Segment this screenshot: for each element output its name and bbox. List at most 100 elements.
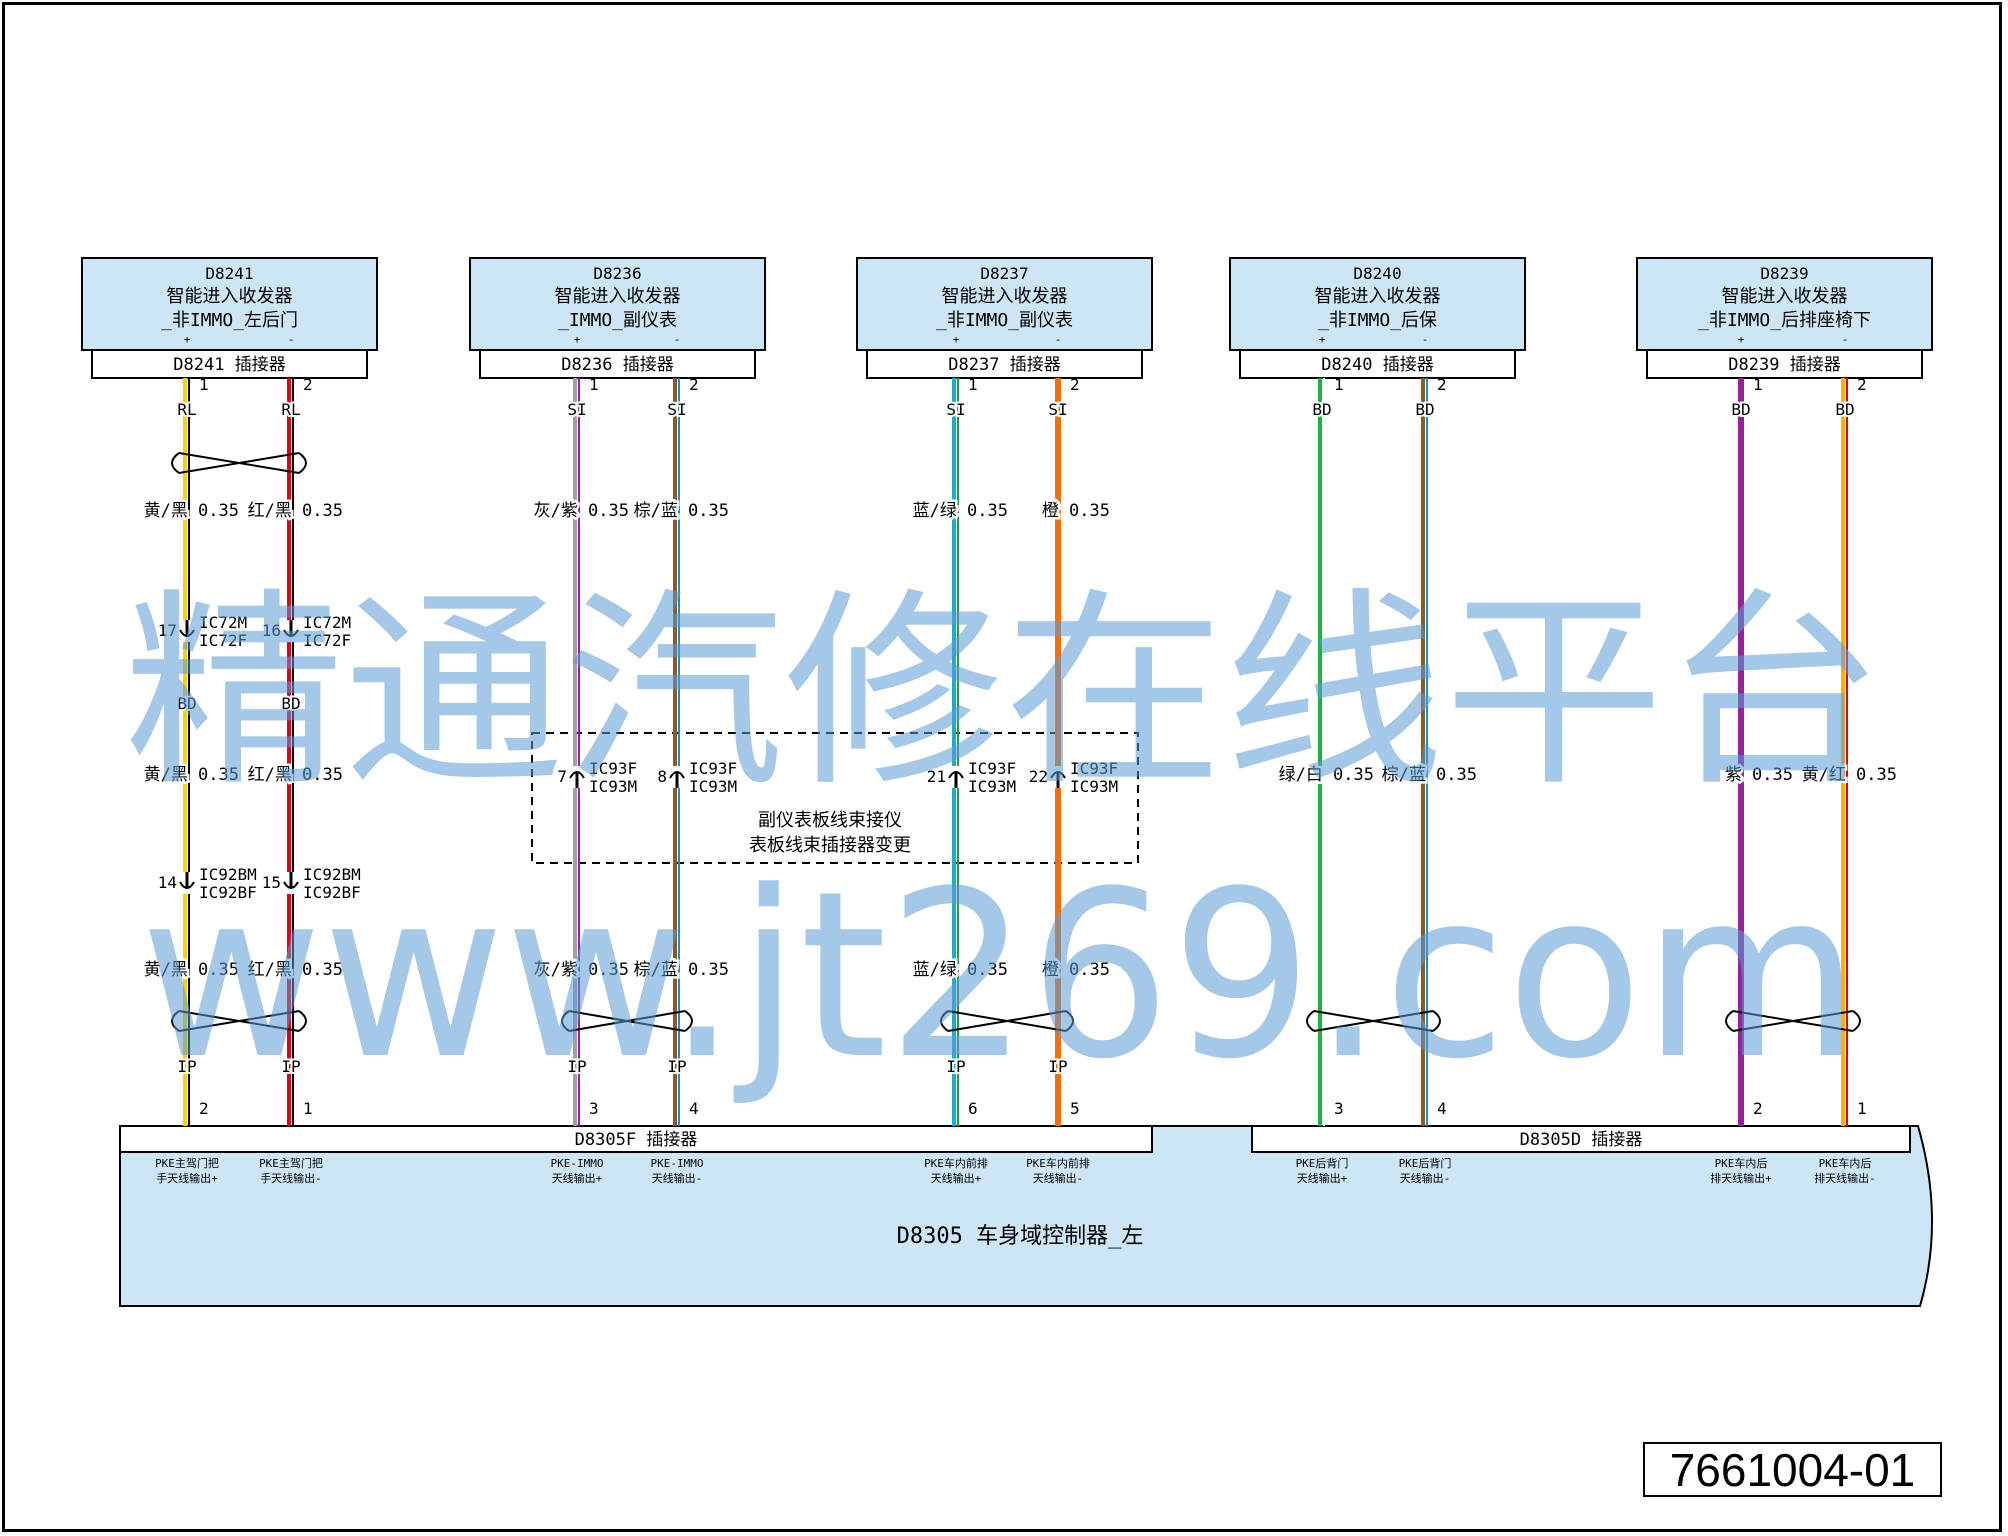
wire-function-line1: PKE车内后 <box>1819 1156 1872 1170</box>
inline-connector-IC92BM <box>283 872 299 894</box>
wire-top-pin: 2 <box>689 375 699 394</box>
twisted-pair-lower <box>1725 1010 1861 1032</box>
wire-bottom-pin: 5 <box>1070 1099 1080 1118</box>
pin-polarity-plus: + <box>574 333 581 346</box>
inline-code-upper: IC72M <box>199 613 247 632</box>
inline-pin-number: 14 <box>158 873 177 892</box>
wire-bottom-code: IP <box>667 1057 686 1076</box>
twisted-pair-lower <box>561 1010 693 1032</box>
wire-bottom-code: IP <box>1048 1057 1067 1076</box>
wire-function-line2: 天线输出+ <box>552 1171 603 1185</box>
twist-line <box>1313 1010 1434 1032</box>
inline-code-upper: IC72M <box>303 613 351 632</box>
connector-box-D8240 <box>1239 349 1516 379</box>
device-name-line2: _非IMMO_后保 <box>1318 310 1437 331</box>
inline-pin-number: 21 <box>927 767 946 786</box>
wire-3 <box>673 378 680 1126</box>
device-name-line1: 智能进入收发器 <box>555 286 681 307</box>
wire-bottom-pin: 3 <box>589 1099 599 1118</box>
wire-top-code: BD <box>1731 400 1750 419</box>
wire-label-upper: 红/黑 0.35 <box>248 501 343 521</box>
pin-polarity-minus: - <box>1842 333 1849 346</box>
connector-D8305D <box>1251 1125 1911 1153</box>
wire-7 <box>1421 378 1428 1126</box>
device-connector-label: D8237 插接器 <box>948 355 1060 375</box>
wire-top-code: BD <box>1312 400 1331 419</box>
twisted-pair-upper <box>171 452 307 474</box>
wire-bottom-code: IP <box>177 1057 196 1076</box>
inline-pin-number: 22 <box>1029 767 1048 786</box>
inline-connector-IC72M <box>283 620 299 642</box>
wire-top-code: SI <box>1048 400 1067 419</box>
inline-code-upper: IC92BM <box>199 865 257 884</box>
wire-label-middle: 黄/黑 0.35 <box>144 765 239 785</box>
twist-line <box>568 1010 686 1032</box>
wire-top-pin: 2 <box>303 375 313 394</box>
change-note-line2: 表板线束插接器变更 <box>749 835 911 856</box>
connector-box-D8241 <box>91 349 368 379</box>
twist-line <box>178 452 300 474</box>
wire-top-code: SI <box>567 400 586 419</box>
inline-code-upper: IC93F <box>689 759 737 778</box>
twist-end <box>298 452 307 474</box>
wire-bottom-pin: 1 <box>303 1099 313 1118</box>
device-connector-label: D8236 插接器 <box>561 355 673 375</box>
device-id: D8239 <box>1760 264 1808 283</box>
pin-polarity-plus: + <box>1738 333 1745 346</box>
wire-top-pin: 1 <box>968 375 978 394</box>
wire-top-code: RL <box>281 400 300 419</box>
inline-connector-IC92BM <box>179 872 195 894</box>
twist-end <box>171 452 180 474</box>
wire-function-line1: PKE主驾门把 <box>155 1156 219 1170</box>
wire-label-middle: 黄/红 0.35 <box>1802 765 1897 785</box>
twisted-pair-lower <box>1306 1010 1441 1032</box>
connector-box-D8239 <box>1646 349 1923 379</box>
wire-label-lower: 灰/紫 0.35 <box>534 960 629 980</box>
wire-function-line2: 天线输出- <box>1400 1171 1451 1185</box>
wire-9 <box>1841 378 1848 1126</box>
controller-body <box>119 1125 1933 1307</box>
inline-pin-number: 7 <box>557 767 567 786</box>
wire-top-pin: 2 <box>1857 375 1867 394</box>
device-box-D8239 <box>1636 257 1933 351</box>
inline-connector-IC93F <box>569 766 585 788</box>
twist-end <box>1432 1010 1441 1032</box>
change-note-box <box>531 732 1139 864</box>
controller-connector-d: D8305D 插接器 <box>1520 1130 1643 1150</box>
wire-bottom-pin: 2 <box>1753 1099 1763 1118</box>
wire-1 <box>287 378 294 1126</box>
wire-function-line1: PKE-IMMO <box>551 1157 604 1170</box>
controller-name: D8305 车身域控制器_左 <box>897 1224 1144 1249</box>
inline-connector-IC93F <box>669 766 685 788</box>
wire-label-lower: 红/黑 0.35 <box>248 960 343 980</box>
wire-label-lower: 蓝/绿 0.35 <box>913 960 1008 980</box>
device-name-line1: 智能进入收发器 <box>1315 286 1441 307</box>
wire-top-code: SI <box>667 400 686 419</box>
wire-function-line2: 天线输出- <box>652 1171 703 1185</box>
wire-mid-code: BD <box>177 694 196 713</box>
inline-code-lower: IC93M <box>589 777 637 796</box>
wire-function-line2: 手天线输出+ <box>156 1171 218 1185</box>
connector-D8305F <box>119 1125 1153 1153</box>
wire-top-code: SI <box>946 400 965 419</box>
connector-box-D8237 <box>866 349 1143 379</box>
wire-function-line2: 手天线输出- <box>260 1171 322 1185</box>
wire-label-lower: 黄/黑 0.35 <box>144 960 239 980</box>
inline-code-lower: IC72F <box>303 631 351 650</box>
device-name-line2: _非IMMO_副仪表 <box>936 310 1073 331</box>
wire-top-pin: 1 <box>589 375 599 394</box>
wire-top-pin: 2 <box>1070 375 1080 394</box>
wire-label-lower: 橙 0.35 <box>1042 960 1110 980</box>
inline-code-upper: IC93F <box>1070 759 1118 778</box>
device-name-line2: _IMMO_副仪表 <box>558 310 677 331</box>
inline-code-lower: IC93M <box>689 777 737 796</box>
wire-2 <box>573 378 580 1126</box>
pin-polarity-minus: - <box>288 333 295 346</box>
wire-bottom-pin: 3 <box>1334 1099 1344 1118</box>
inline-pin-number: 8 <box>657 767 667 786</box>
inline-connector-IC72M <box>179 620 195 642</box>
wire-top-pin: 1 <box>1334 375 1344 394</box>
wire-top-code: BD <box>1835 400 1854 419</box>
twist-end <box>298 1010 307 1032</box>
wire-label-middle: 棕/蓝 0.35 <box>1382 765 1477 785</box>
